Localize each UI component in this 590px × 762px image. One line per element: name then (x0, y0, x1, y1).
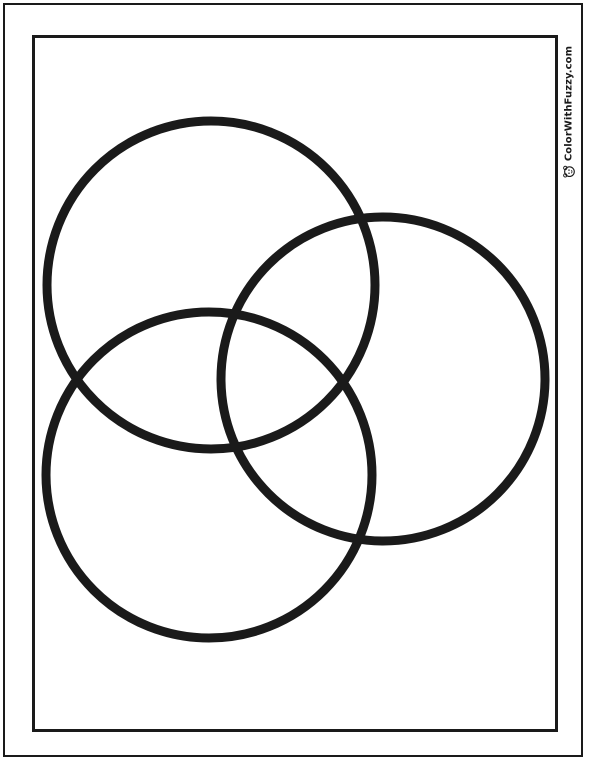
venn-circle-right (216, 212, 550, 546)
venn-circle-top-left (42, 116, 380, 454)
venn-circle-bottom-left (41, 307, 377, 643)
watermark-text: ColorWithFuzzy.com (563, 45, 575, 162)
watermark: ColorWithFuzzy.com (563, 46, 576, 178)
inner-drawing-frame (32, 35, 558, 732)
fuzzy-bear-face-icon (563, 165, 575, 178)
outer-page-border (3, 3, 583, 757)
